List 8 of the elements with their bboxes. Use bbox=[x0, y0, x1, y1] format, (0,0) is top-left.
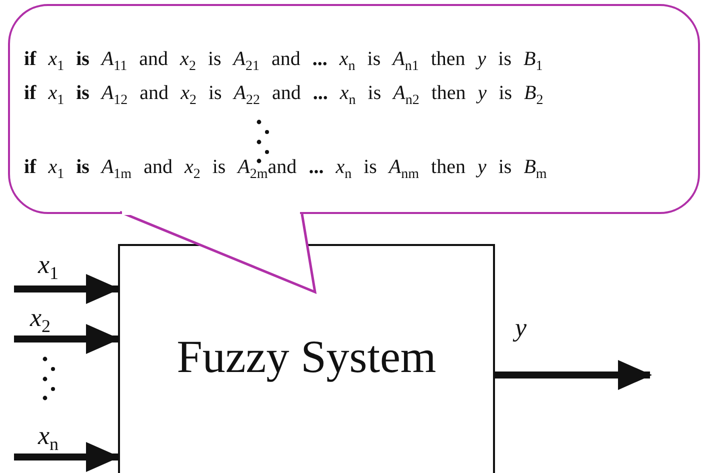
fuzzy-rule-text: if x$_{1}$ is A$_{11}$ and x$_{2}$ is A$_{21}$ and ... x$_{n}$ is A$_{n1}$ then y is B$_{1}$ bbox=[24, 48, 543, 75]
fuzzy-rule-text: if x$_{1}$ is A$_{1m}$ and x$_{2}$ is A$_{2m}$and ... x$_{n}$ is A$_{nm}$ then y is B$_{m}$ bbox=[24, 156, 547, 183]
arrow bbox=[14, 274, 120, 304]
arrow bbox=[495, 360, 652, 390]
fuzzy-rule-text: if x$_{1}$ is A$_{12}$ and x$_{2}$ is A$_{22}$ and ... x$_{n}$ is A$_{n2}$ then y is B$_{2}$ bbox=[24, 82, 544, 109]
arrow bbox=[14, 324, 120, 354]
block-title: Fuzzy System bbox=[176, 330, 436, 383]
arrow bbox=[14, 442, 120, 472]
